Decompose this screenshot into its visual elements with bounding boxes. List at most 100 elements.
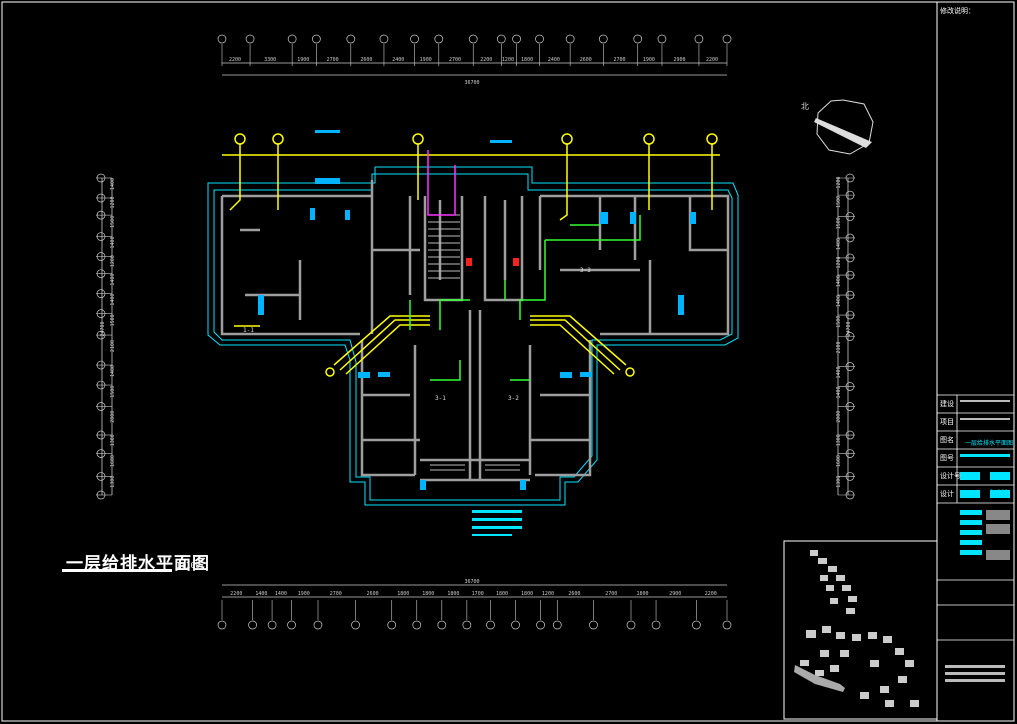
axis-bubble bbox=[96, 289, 106, 299]
title-block-drawing-name: 一层给排水平面图 bbox=[965, 440, 1014, 447]
drawing-title: 一层给排水平面图 bbox=[66, 554, 210, 574]
dimension-value: 1200 bbox=[110, 197, 116, 209]
room-tag: 3-2 bbox=[508, 395, 519, 402]
dimension-value: 1600 bbox=[836, 455, 842, 467]
dimension-value: 1800 bbox=[521, 591, 533, 597]
axis-bubble bbox=[96, 380, 106, 390]
drainage-pipes bbox=[409, 215, 641, 381]
axis-bubble bbox=[313, 620, 323, 630]
axis-bubble bbox=[536, 620, 545, 630]
dimension-value: 1900 bbox=[420, 57, 432, 63]
dimension-value: 1400 bbox=[836, 386, 842, 398]
axis-bubble bbox=[96, 173, 106, 183]
dimension-value: 2900 bbox=[669, 591, 681, 597]
axis-bubble bbox=[410, 34, 419, 44]
dimension-value: 1400 bbox=[110, 178, 116, 190]
dimension-value: 1200 bbox=[836, 177, 842, 189]
dimension-value: 1400 bbox=[836, 238, 842, 250]
axis-bubble bbox=[565, 34, 575, 44]
site-plan-inset bbox=[783, 540, 938, 720]
dimension-value: 2700 bbox=[614, 57, 626, 63]
riser-symbols bbox=[234, 133, 718, 377]
dimension-value: 1400 bbox=[836, 275, 842, 287]
dimension-value: 3300 bbox=[264, 57, 276, 63]
title-block-row: 项目 bbox=[940, 418, 954, 426]
dimension-value: 1400 bbox=[275, 591, 287, 597]
right-dimension-chain: 1200150015001400120014001400150021001400… bbox=[836, 173, 855, 500]
dimension-value: 1900 bbox=[297, 57, 309, 63]
axis-bubble bbox=[96, 309, 106, 319]
axis-bubble bbox=[96, 430, 106, 440]
axis-bubble bbox=[96, 490, 106, 500]
dimension-value: 1600 bbox=[110, 455, 116, 467]
dimension-value: 1800 bbox=[521, 57, 533, 63]
title-block-scale: 1:100 bbox=[990, 489, 1009, 496]
title-block-row: 设计 bbox=[940, 490, 954, 498]
dimension-value: 1900 bbox=[643, 57, 655, 63]
axis-bubble bbox=[722, 620, 732, 630]
axis-bubble bbox=[486, 620, 495, 630]
axis-bubble bbox=[96, 193, 106, 203]
axis-bubble bbox=[412, 620, 422, 630]
water-supply-pipes bbox=[222, 135, 720, 375]
axis-bubble bbox=[434, 34, 444, 44]
axis-bubble bbox=[845, 402, 855, 411]
axis-bubble bbox=[633, 34, 643, 44]
total-dimension: 36700 bbox=[465, 80, 480, 86]
axis-bubble bbox=[96, 269, 106, 279]
axis-bubble bbox=[845, 290, 855, 300]
dimension-value: 2600 bbox=[580, 57, 592, 63]
axis-bubble bbox=[651, 620, 661, 630]
title-block-row: 建设 bbox=[940, 400, 954, 408]
dimension-value: 1800 bbox=[422, 591, 434, 597]
dimension-value: 2200 bbox=[229, 57, 241, 63]
room-tags: 3-3 3-1 3-2 1-1 bbox=[243, 267, 591, 402]
axis-bubble bbox=[462, 620, 472, 630]
dimension-value: 1500 bbox=[836, 217, 842, 229]
dimension-value: 1300 bbox=[110, 434, 116, 446]
dimension-value: 2400 bbox=[392, 57, 404, 63]
axis-bubble bbox=[845, 430, 855, 440]
dimension-value: 1300 bbox=[836, 476, 842, 488]
title-underline bbox=[62, 569, 172, 572]
dimension-value: 2700 bbox=[449, 57, 461, 63]
axis-bubble bbox=[845, 190, 855, 200]
dimension-value: 2700 bbox=[330, 591, 342, 597]
dimension-value: 2900 bbox=[673, 57, 685, 63]
dimension-value: 1500 bbox=[836, 196, 842, 208]
dimension-value: 2100 bbox=[836, 341, 842, 353]
axis-bubble bbox=[722, 34, 732, 44]
axis-bubble bbox=[217, 620, 227, 630]
axis-bubble bbox=[379, 34, 389, 44]
north-arrow-icon: 北 bbox=[801, 99, 874, 155]
axis-bubble bbox=[845, 253, 855, 263]
axis-bubble bbox=[845, 310, 855, 320]
axis-bubble bbox=[312, 34, 321, 44]
vent-pipes bbox=[427, 150, 456, 216]
axis-bubble bbox=[845, 332, 855, 341]
axis-bubble bbox=[845, 270, 855, 280]
building-outline bbox=[207, 166, 739, 506]
axis-bubble bbox=[437, 620, 447, 630]
dimension-value: 1200 bbox=[502, 57, 514, 63]
axis-bubble bbox=[96, 449, 106, 458]
dimension-value: 1300 bbox=[836, 434, 842, 446]
dimension-value: 1500 bbox=[110, 216, 116, 228]
dimension-value: 1800 bbox=[637, 591, 649, 597]
dimension-value: 2200 bbox=[706, 57, 718, 63]
axis-bubble bbox=[845, 449, 855, 458]
axis-bubble bbox=[346, 34, 356, 44]
dimension-value: 1300 bbox=[110, 476, 116, 488]
dimension-value: 2000 bbox=[836, 411, 842, 423]
dimension-value: 1400 bbox=[110, 365, 116, 377]
dimension-value: 2700 bbox=[605, 591, 617, 597]
axis-bubble bbox=[96, 402, 106, 411]
axis-bubble bbox=[512, 34, 521, 44]
plumbing-fixtures bbox=[258, 130, 696, 490]
dimension-value: 1200 bbox=[542, 591, 554, 597]
svg-text:北: 北 bbox=[801, 102, 809, 111]
dimension-value: 2200 bbox=[705, 591, 717, 597]
dimension-value: 1400 bbox=[110, 294, 116, 306]
